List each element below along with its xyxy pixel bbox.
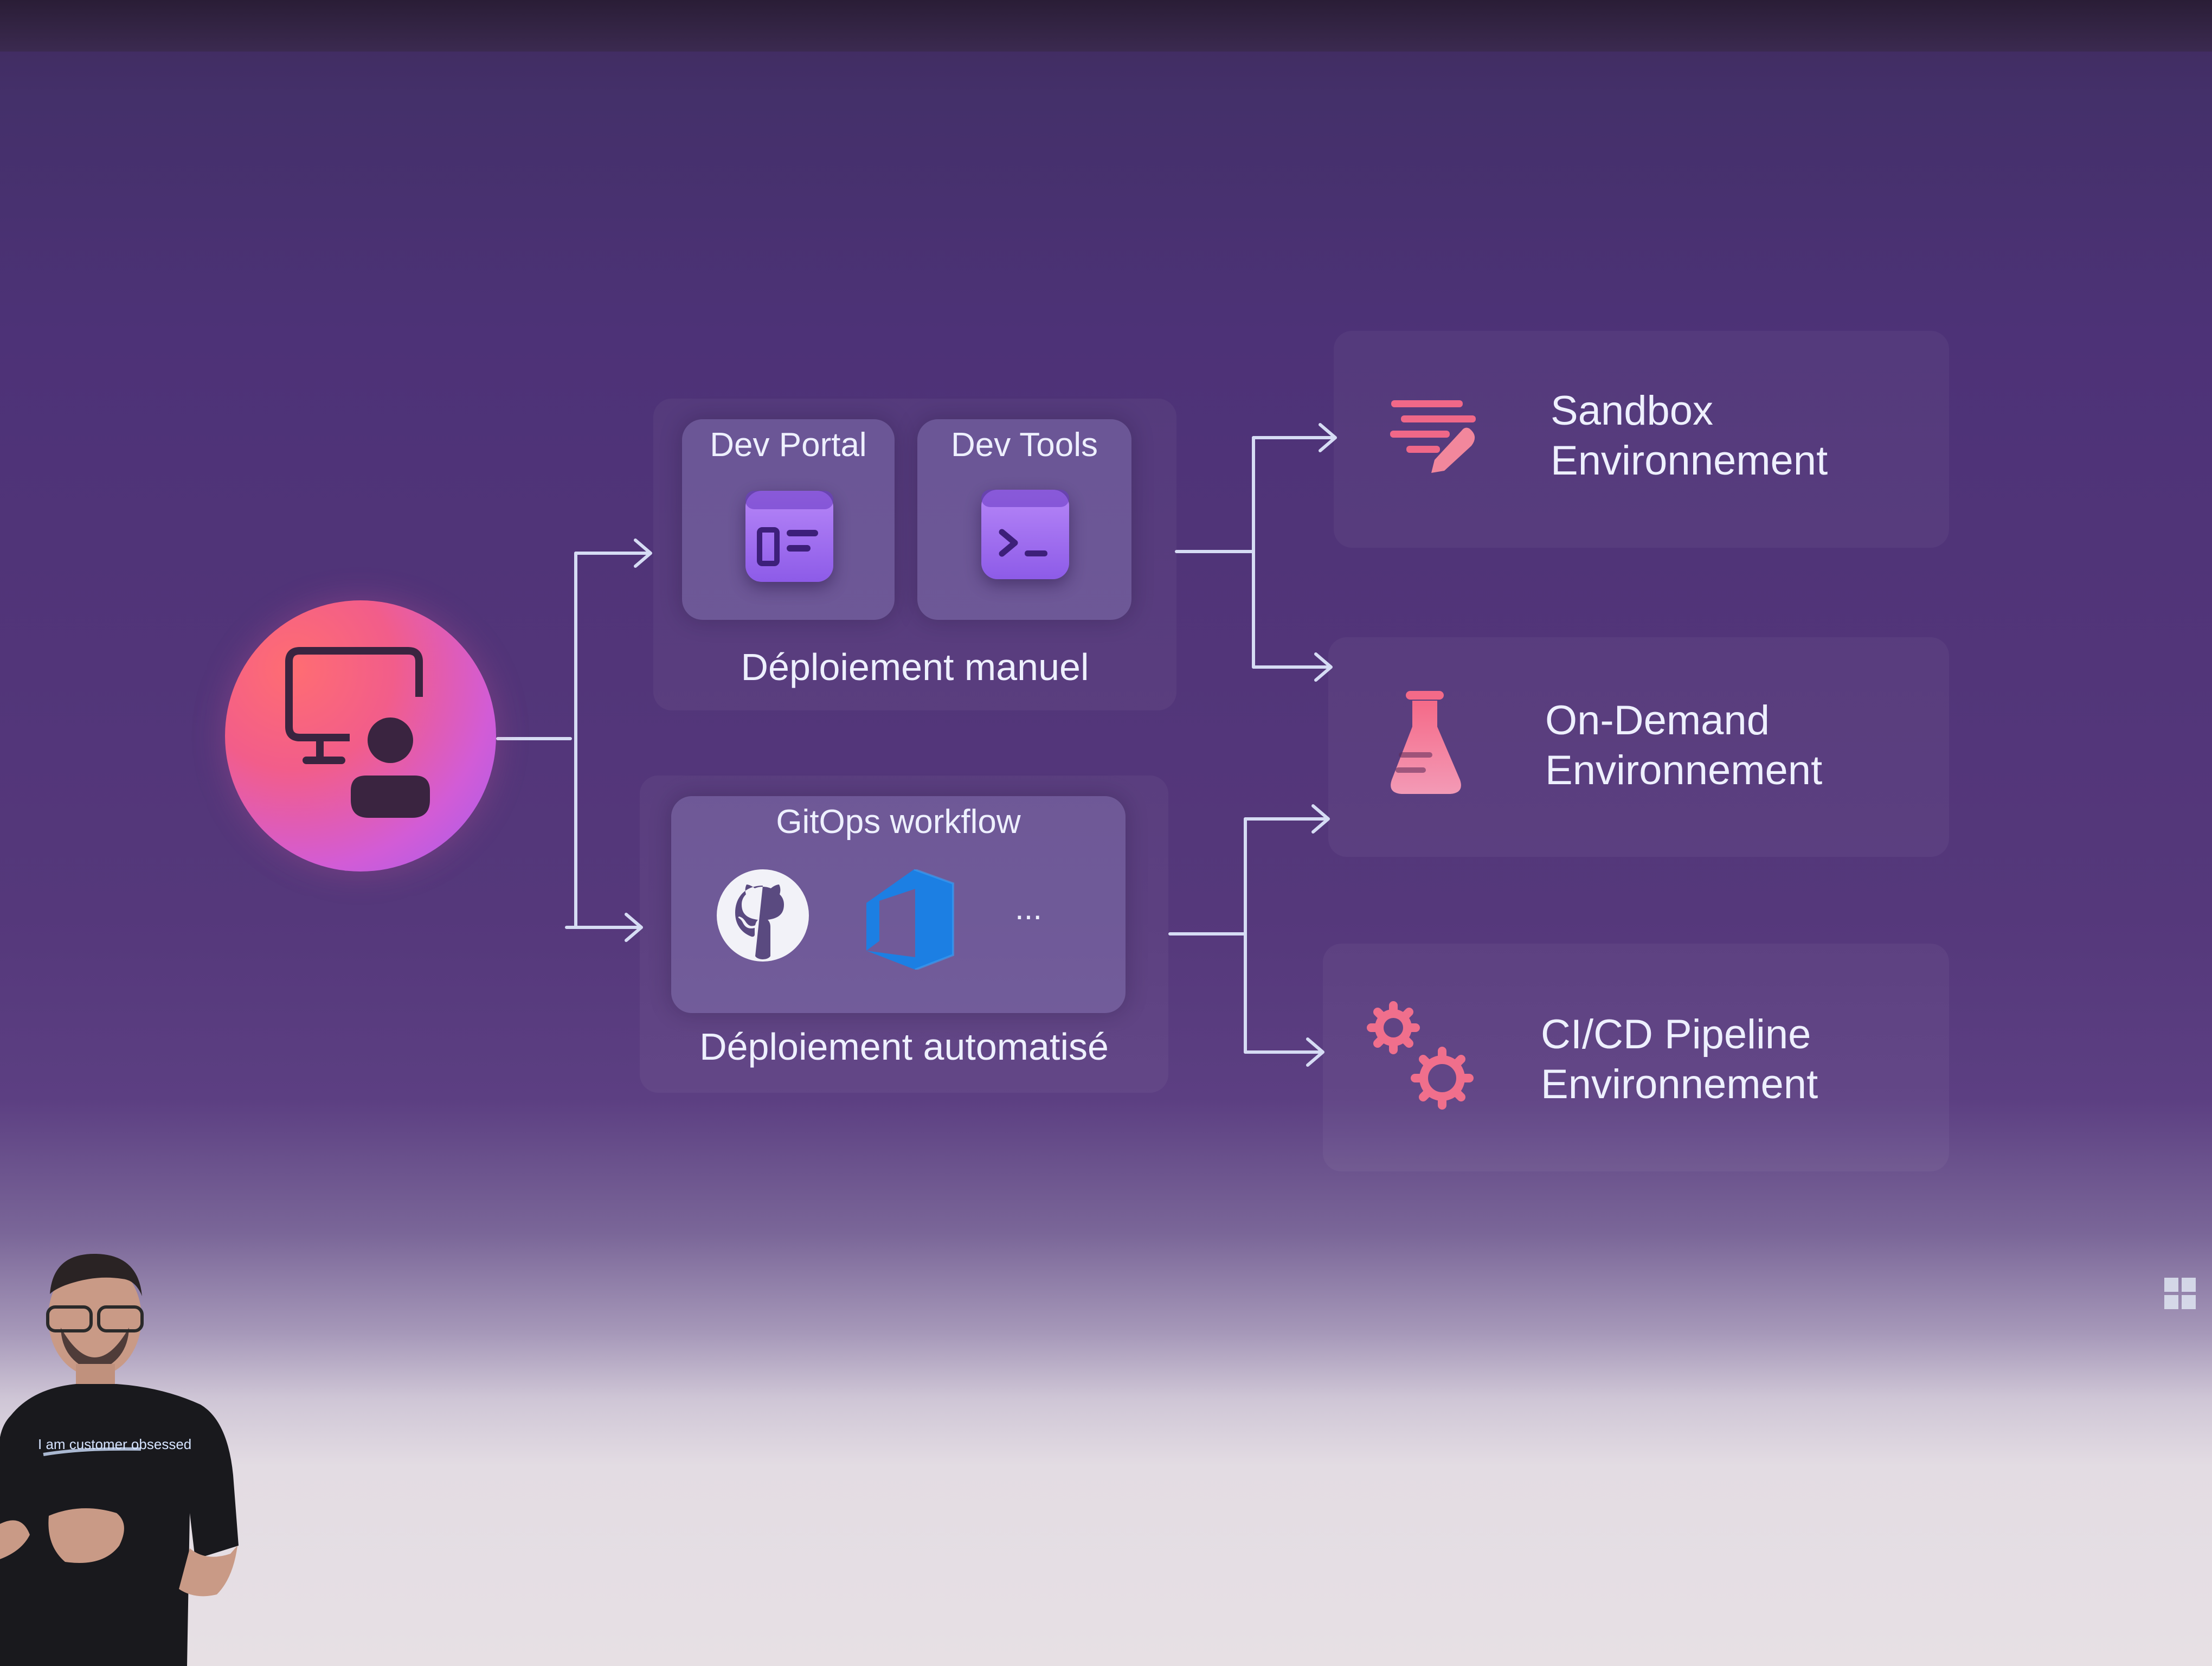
sandbox-env-panel [1334, 331, 1949, 548]
gitops-workflow-title: GitOps workflow [776, 803, 1021, 841]
github-icon [717, 869, 809, 962]
developer-avatar [225, 600, 496, 872]
manual-deployment-caption: Déploiement manuel [741, 646, 1089, 688]
presenter-shirt-text: I am customer obsessed [38, 1436, 191, 1452]
sandbox-icon [1390, 400, 1476, 473]
dev-portal-icon [745, 491, 833, 566]
dev-portal-title: Dev Portal [710, 426, 867, 464]
manual-deployment-panel [653, 399, 1176, 710]
sandbox-env-label: Sandbox Environnement [1551, 388, 1828, 484]
more-tools-ellipsis: ... [1015, 890, 1043, 926]
automated-deployment-caption: Déploiement automatisé [699, 1026, 1109, 1068]
screen-top-edge [0, 0, 2212, 52]
cicd-env-label: CI/CD Pipeline Environnement [1541, 1011, 1818, 1107]
flask-icon [1391, 691, 1461, 794]
azure-devops-icon [866, 869, 954, 970]
gears-icon [1367, 1001, 1474, 1110]
presenter: I am customer obsessed [0, 1253, 239, 1666]
developer-workstation-icon [285, 647, 430, 818]
on-demand-env-label: On-Demand Environnement [1545, 697, 1823, 793]
terminal-icon [981, 490, 1069, 557]
dev-tools-title: Dev Tools [950, 426, 1098, 464]
